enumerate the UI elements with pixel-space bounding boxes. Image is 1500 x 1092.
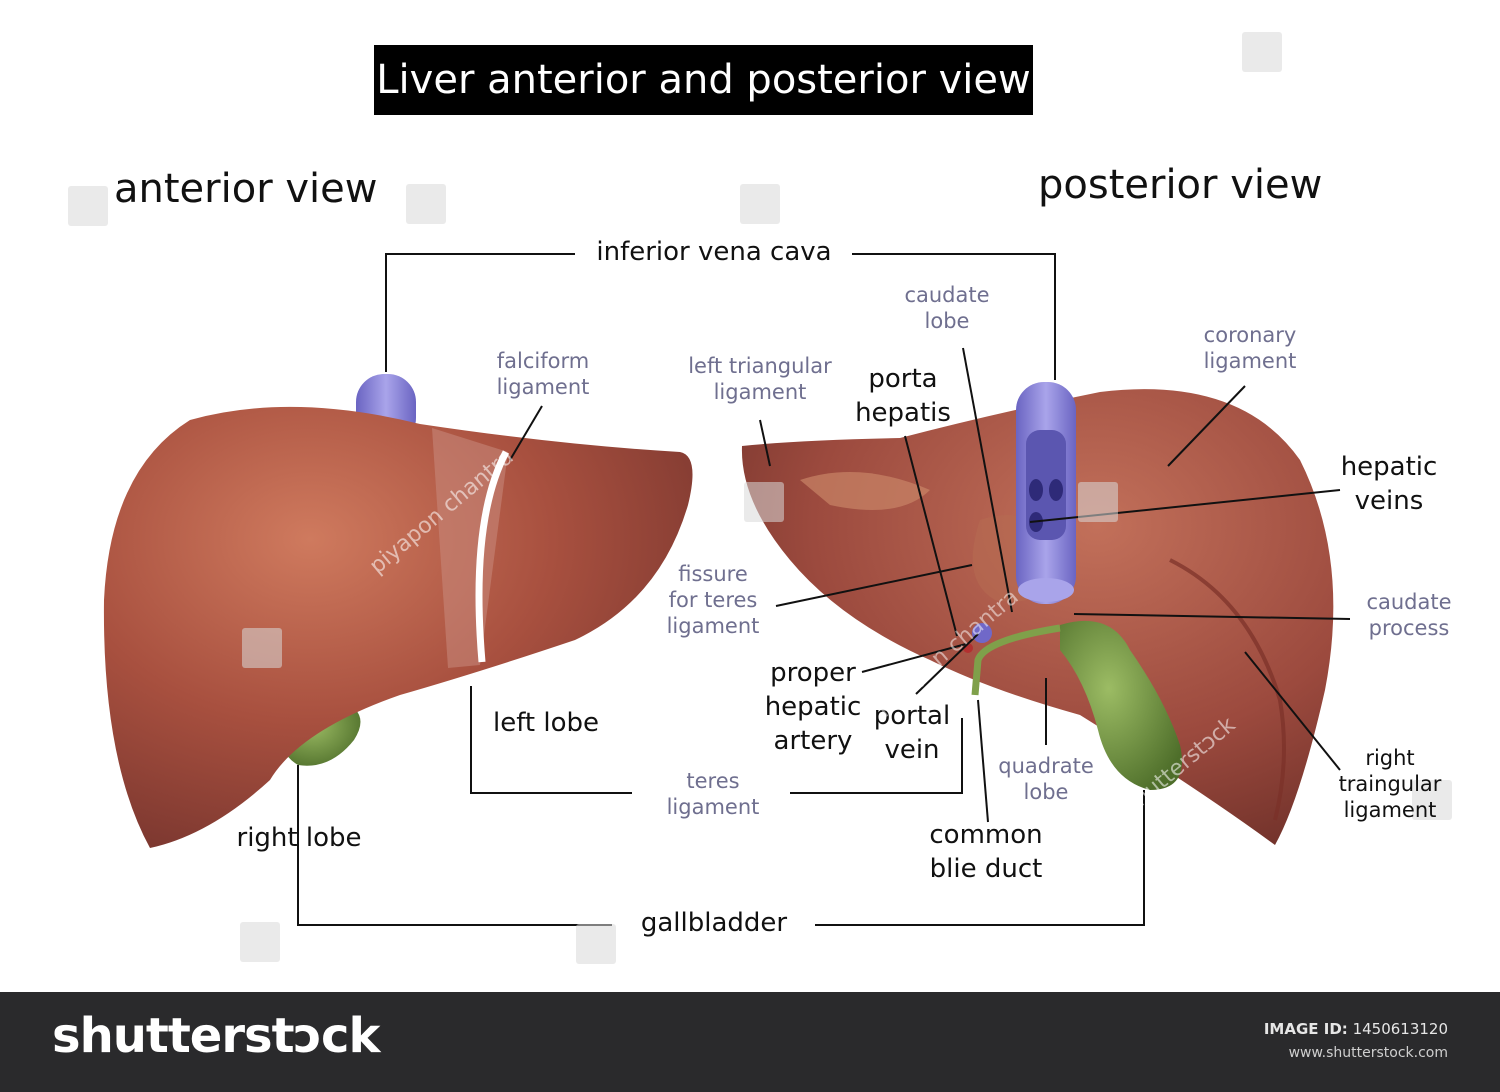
falciform-leader bbox=[509, 405, 543, 461]
bile-duct-tube bbox=[971, 624, 1061, 696]
label-gallbladder: gallbladder bbox=[640, 908, 788, 938]
posterior-right-groove bbox=[1169, 558, 1286, 821]
fissure-leader bbox=[775, 564, 973, 607]
posterior-liver bbox=[741, 382, 1334, 845]
hepatic-vein-opening-1 bbox=[1029, 479, 1043, 501]
watermark-tiles bbox=[68, 32, 1452, 964]
site-url: www.shutterstock.com bbox=[1288, 1045, 1448, 1061]
left-triangular-leader bbox=[759, 419, 771, 467]
teres-bracket-right bbox=[790, 718, 963, 794]
ivc-bracket-left bbox=[385, 253, 575, 372]
caudate-process-leader bbox=[1073, 613, 1351, 620]
posterior-gallbladder bbox=[1060, 620, 1182, 790]
teres-bracket-left bbox=[470, 686, 632, 794]
proper-hepatic-artery-leader bbox=[861, 643, 967, 673]
ivc-bracket-right bbox=[852, 253, 1056, 380]
posterior-view-heading: posterior view bbox=[1038, 162, 1323, 208]
portal-vein-dot bbox=[972, 623, 992, 643]
label-inferior-vena-cava: inferior vena cava bbox=[596, 237, 832, 267]
shutterstock-logo: shutterstɔck bbox=[52, 1008, 380, 1064]
anterior-liver-shape bbox=[103, 406, 693, 848]
coronary-leader bbox=[1167, 385, 1246, 467]
caudate-lobe-leader bbox=[962, 347, 1013, 613]
gallbladder-bracket-right bbox=[815, 790, 1145, 926]
hepatic-vein-opening-2 bbox=[1049, 479, 1063, 501]
liver-diagram: Liver anterior and posterior view anteri… bbox=[68, 32, 1452, 964]
diagram-artwork bbox=[68, 32, 1452, 964]
gallbladder-bracket-left bbox=[297, 765, 612, 926]
anterior-liver bbox=[103, 374, 693, 848]
page-title: Liver anterior and posterior view bbox=[374, 45, 1033, 115]
label-left-lobe: left lobe bbox=[492, 708, 599, 738]
common-bile-duct-leader bbox=[977, 699, 989, 823]
posterior-ridge bbox=[800, 472, 930, 510]
leader-lines bbox=[297, 253, 1351, 926]
porta-hepatis-leader bbox=[904, 435, 958, 637]
vena-cava-lower-rim bbox=[1018, 578, 1074, 602]
falciform-line bbox=[475, 450, 510, 663]
footer-bar: shutterstɔck IMAGE ID: 1450613120 www.sh… bbox=[0, 992, 1500, 1092]
right-triangular-leader bbox=[1244, 651, 1341, 771]
portal-vein-leader bbox=[915, 633, 979, 695]
image-id: IMAGE ID: 1450613120 bbox=[1263, 1020, 1448, 1038]
anterior-view-heading: anterior view bbox=[114, 166, 378, 212]
label-right-lobe: right lobe bbox=[236, 823, 362, 853]
